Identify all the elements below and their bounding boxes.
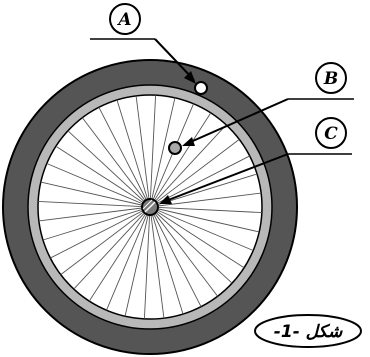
svg-text:A: A [116,10,131,30]
spoke [40,181,142,206]
point-a [194,81,208,95]
spoke [155,213,218,297]
spoke [98,107,147,200]
spoke [155,124,227,201]
spoke [67,130,144,202]
spoke [156,139,240,202]
spoke [156,212,233,284]
spoke [158,207,262,214]
spoke [38,200,142,207]
spoke [150,215,165,319]
svg-text:شكل -1-: شكل -1- [274,322,343,342]
hub [141,198,159,216]
spoke [152,215,184,315]
spoke [143,215,150,319]
spoke [151,97,176,199]
spoke [55,145,143,203]
point-b [168,141,182,155]
spoke [38,207,142,222]
spoke [73,213,145,290]
spoke [158,192,262,207]
spoke [158,173,258,205]
spoke [158,208,260,233]
spoke [116,99,148,199]
figure-caption: شكل -1- [254,314,362,348]
leader-c [159,153,352,204]
label-a: A [109,3,141,35]
leader-a [90,38,196,84]
spoke [124,215,149,317]
leader-b [182,98,354,146]
spoke [150,95,157,199]
spoke [158,210,254,251]
spoke [157,211,245,269]
spoke [154,112,212,200]
spoke [106,215,147,311]
spoke [153,214,202,307]
spoke [42,209,142,241]
spoke [135,95,150,199]
spoke [82,117,145,201]
svg-text:B: B [323,69,338,89]
label-c: C [315,117,347,149]
spoke [88,214,146,302]
spoke [60,212,144,275]
spoke [50,210,143,259]
spoke [157,155,250,204]
svg-text:C: C [324,124,338,144]
spoke [46,163,142,204]
spokes [38,95,262,319]
label-b: B [315,62,347,94]
